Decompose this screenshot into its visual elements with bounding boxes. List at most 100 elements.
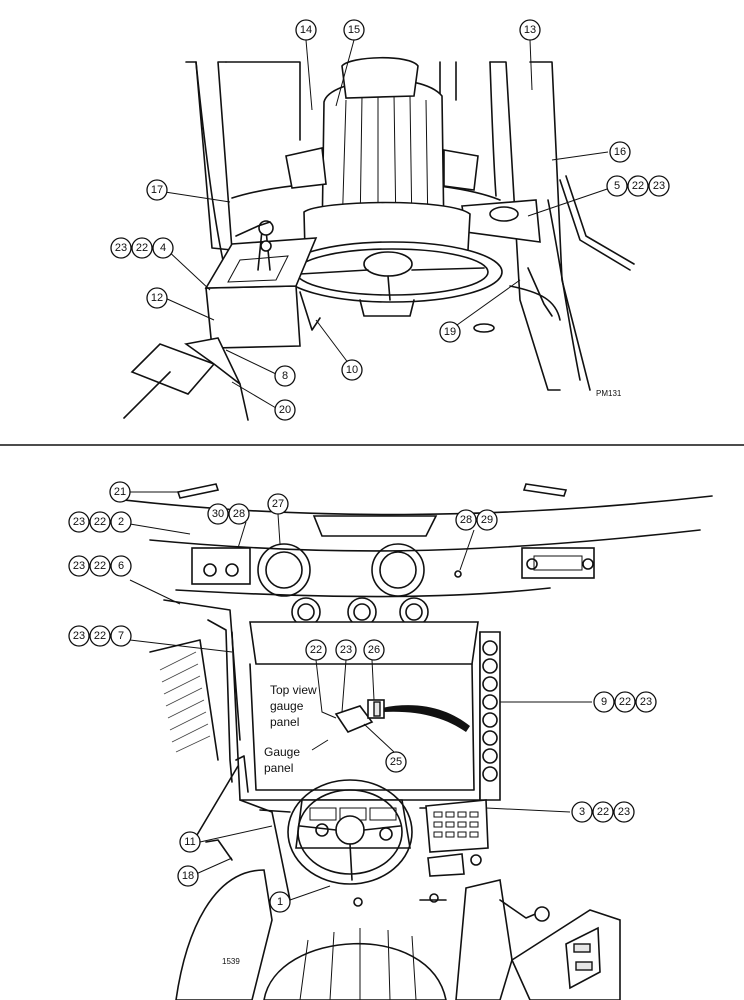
svg-text:25: 25 (390, 756, 402, 768)
svg-text:5: 5 (614, 180, 620, 192)
callout-15: 15 (343, 19, 365, 41)
bottom-view-figure-code: 1539 (222, 957, 240, 966)
svg-text:30: 30 (212, 508, 224, 520)
callout-29: 29 (476, 509, 498, 531)
callout-10: 10 (341, 359, 363, 381)
svg-text:11: 11 (184, 836, 195, 848)
callout-18: 18 (177, 865, 199, 887)
gauge-panel-label-1: Gauge (264, 745, 300, 759)
svg-text:6: 6 (118, 560, 124, 572)
callout-11: 11 (179, 831, 201, 853)
callout-23: 23 (613, 801, 635, 823)
svg-text:23: 23 (73, 560, 85, 572)
gauge-panel-label-2: panel (264, 761, 293, 775)
svg-text:22: 22 (619, 696, 631, 708)
svg-text:16: 16 (614, 146, 626, 158)
svg-text:10: 10 (346, 364, 358, 376)
svg-text:22: 22 (597, 806, 609, 818)
callout-22: 22 (614, 691, 636, 713)
svg-text:17: 17 (151, 184, 163, 196)
callout-22: 22 (131, 237, 153, 259)
svg-text:15: 15 (348, 24, 360, 36)
svg-text:12: 12 (151, 292, 163, 304)
callout-23: 23 (68, 555, 90, 577)
svg-text:18: 18 (182, 870, 194, 882)
callout-23: 23 (635, 691, 657, 713)
callout-7: 7 (110, 625, 132, 647)
callout-28: 28 (455, 509, 477, 531)
svg-text:23: 23 (618, 806, 630, 818)
callout-14: 14 (295, 19, 317, 41)
callout-25: 25 (385, 751, 407, 773)
top-view-gauge-panel-label-3: panel (270, 715, 299, 729)
svg-text:29: 29 (481, 514, 493, 526)
svg-text:14: 14 (300, 24, 312, 36)
callout-13: 13 (519, 19, 541, 41)
svg-text:3: 3 (579, 806, 585, 818)
callout-22: 22 (89, 625, 111, 647)
svg-text:26: 26 (368, 644, 380, 656)
callout-30: 30 (207, 503, 229, 525)
bottom-view-leaders (129, 491, 592, 901)
svg-text:21: 21 (114, 486, 126, 498)
top-view-figure-code: PM131 (596, 389, 622, 398)
callout-26: 26 (363, 639, 385, 661)
svg-text:7: 7 (118, 630, 124, 642)
callout-5: 5 (606, 175, 628, 197)
svg-text:4: 4 (160, 242, 166, 254)
svg-text:19: 19 (444, 326, 456, 338)
svg-text:27: 27 (272, 498, 284, 510)
svg-text:13: 13 (524, 24, 536, 36)
svg-text:2: 2 (118, 516, 124, 528)
svg-text:22: 22 (94, 630, 106, 642)
callout-22: 22 (305, 639, 327, 661)
svg-text:1: 1 (277, 896, 283, 908)
svg-text:9: 9 (601, 696, 607, 708)
svg-text:20: 20 (279, 404, 291, 416)
svg-text:28: 28 (233, 508, 245, 520)
svg-text:8: 8 (282, 370, 288, 382)
callout-23: 23 (335, 639, 357, 661)
callout-6: 6 (110, 555, 132, 577)
svg-text:23: 23 (653, 180, 665, 192)
callout-22: 22 (89, 555, 111, 577)
svg-text:23: 23 (640, 696, 652, 708)
callout-23: 23 (68, 511, 90, 533)
callout-4: 4 (152, 237, 174, 259)
callout-23: 23 (110, 237, 132, 259)
svg-text:23: 23 (73, 630, 85, 642)
svg-text:23: 23 (340, 644, 352, 656)
top-view-gauge-panel-label-2: gauge (270, 699, 304, 713)
svg-text:22: 22 (94, 560, 106, 572)
callout-28: 28 (228, 503, 250, 525)
callout-20: 20 (274, 399, 296, 421)
callout-27: 27 (267, 493, 289, 515)
callout-23: 23 (648, 175, 670, 197)
svg-text:22: 22 (632, 180, 644, 192)
callout-1: 1 (269, 891, 291, 913)
callout-2: 2 (110, 511, 132, 533)
callout-23: 23 (68, 625, 90, 647)
top-view-illustration (123, 56, 635, 421)
svg-text:22: 22 (94, 516, 106, 528)
callout-16: 16 (609, 141, 631, 163)
svg-text:23: 23 (73, 516, 85, 528)
svg-text:28: 28 (460, 514, 472, 526)
svg-text:22: 22 (310, 644, 322, 656)
callout-21: 21 (109, 481, 131, 503)
callout-9: 9 (593, 691, 615, 713)
bottom-view-illustration (123, 483, 713, 1000)
callout-17: 17 (146, 179, 168, 201)
top-view-gauge-panel-label-1: Top view (270, 683, 317, 697)
top-view-leaders (164, 39, 617, 409)
callout-3: 3 (571, 801, 593, 823)
callout-22: 22 (627, 175, 649, 197)
callout-22: 22 (89, 511, 111, 533)
svg-text:22: 22 (136, 242, 148, 254)
callout-19: 19 (439, 321, 461, 343)
svg-text:23: 23 (115, 242, 127, 254)
callout-8: 8 (274, 365, 296, 387)
callout-12: 12 (146, 287, 168, 309)
callout-22: 22 (592, 801, 614, 823)
